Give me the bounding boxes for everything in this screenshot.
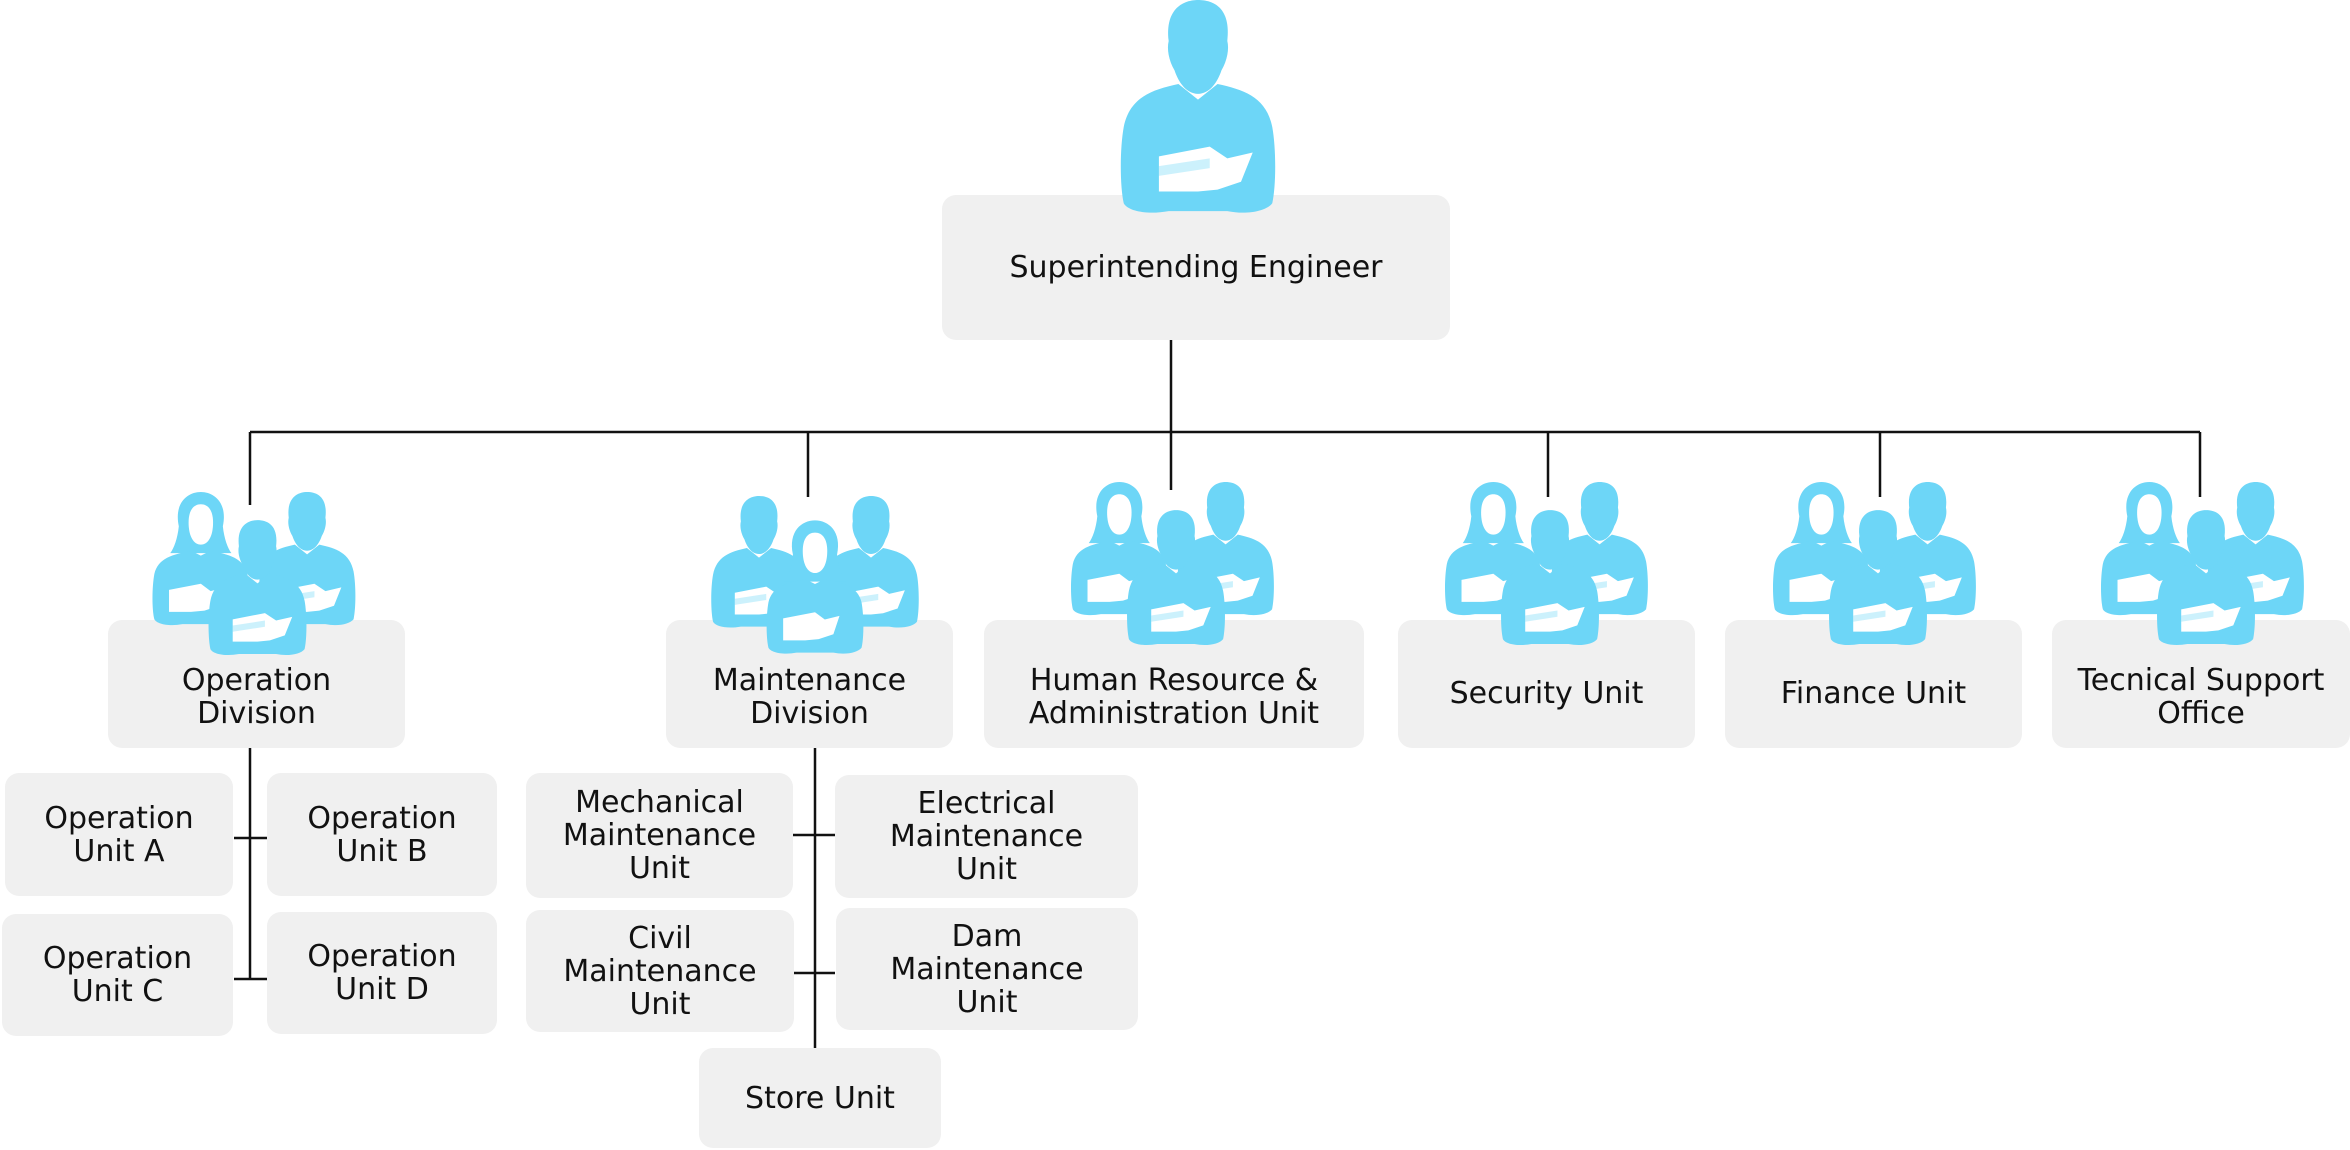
civil-maintenance-unit-box: Civil Maintenance Unit (526, 910, 794, 1032)
operation-unit-a-label: Operation Unit A (44, 800, 194, 869)
group-of-three-people-icon (700, 496, 930, 664)
dam-maintenance-unit-label: Dam Maintenance Unit (890, 918, 1084, 1020)
operation-unit-d-label: Operation Unit D (307, 939, 457, 1007)
dam-maintenance-unit-box: Dam Maintenance Unit (836, 908, 1138, 1030)
electrical-maintenance-unit-label: Electrical Maintenance Unit (889, 786, 1084, 887)
electrical-maintenance-unit-box: Electrical Maintenance Unit (835, 775, 1138, 898)
maintenance-division-label: Maintenance Division (712, 663, 907, 731)
operation-unit-a-box: Operation Unit A (5, 773, 233, 896)
group-of-three-people-icon (1060, 482, 1292, 652)
group-of-three-people-icon (1762, 482, 1994, 652)
operation-unit-d-box: Operation Unit D (267, 912, 497, 1034)
group-of-three-people-icon (1434, 482, 1666, 652)
mechanical-maintenance-unit-box: Mechanical Maintenance Unit (526, 773, 793, 898)
superintending-engineer-box: Superintending Engineer (942, 195, 1450, 340)
operation-unit-b-box: Operation Unit B (267, 773, 497, 896)
group-of-three-people-icon (140, 492, 375, 662)
operation-division-box: Operation Division (108, 620, 405, 748)
group-of-three-people-icon (2090, 482, 2322, 652)
operation-division-label: Operation Division (181, 663, 332, 731)
security-unit-box: Security Unit (1398, 620, 1695, 748)
person-with-folder-icon (1116, 0, 1280, 215)
civil-maintenance-unit-label: Civil Maintenance Unit (563, 920, 757, 1022)
store-unit-label: Store Unit (745, 1080, 895, 1116)
operation-unit-c-label: Operation Unit C (42, 941, 193, 1009)
hr-administration-unit-label: Human Resource & Administration Unit (1028, 663, 1320, 731)
security-unit-label: Security Unit (1449, 676, 1644, 711)
store-unit-box: Store Unit (699, 1048, 941, 1148)
finance-unit-box: Finance Unit (1725, 620, 2022, 748)
operation-unit-b-label: Operation Unit B (307, 800, 457, 869)
mechanical-maintenance-unit-label: Mechanical Maintenance Unit (562, 785, 757, 886)
finance-unit-label: Finance Unit (1780, 676, 1967, 711)
superintending-engineer-label: Superintending Engineer (1009, 250, 1383, 285)
technical-support-office-label: Tecnical Support Office (2077, 663, 2325, 731)
operation-unit-c-box: Operation Unit C (2, 914, 233, 1036)
